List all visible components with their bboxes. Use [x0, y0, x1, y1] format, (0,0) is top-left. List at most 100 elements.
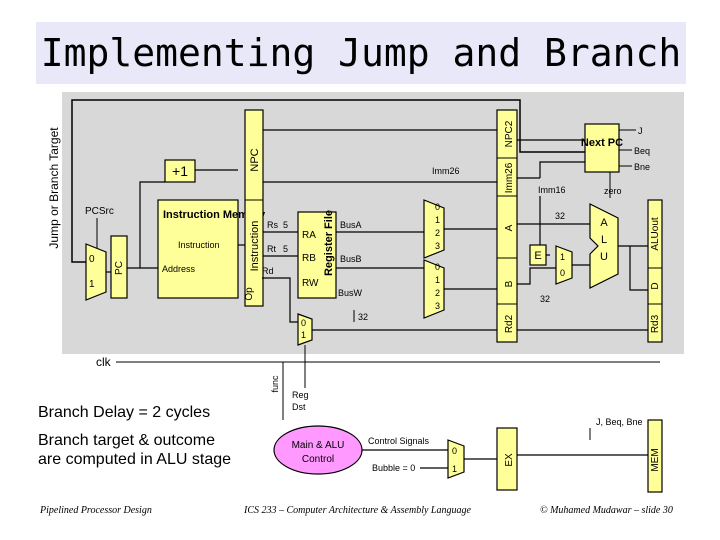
fwd-b-1: 1 [435, 275, 440, 285]
control-signals-label: Control Signals [368, 436, 430, 446]
pc-increment-wire [139, 181, 165, 268]
npc2-label: NPC2 [504, 120, 515, 147]
imm26-reg-label: Imm26 [504, 162, 515, 193]
rd-wire [262, 277, 298, 323]
rd-mux-1: 1 [301, 330, 306, 340]
control-mux [447, 439, 465, 479]
pc-mux [85, 243, 107, 301]
increment-label: +1 [172, 163, 188, 179]
alu-mux-0: 0 [560, 268, 565, 278]
busa-label: BusA [340, 220, 362, 230]
rt-label: Rt [267, 244, 276, 254]
j-beq-bne-label: J, Beq, Bne [596, 417, 643, 427]
alu-src-mux [555, 245, 573, 285]
op-label: Op [244, 287, 255, 301]
fwd-a-3: 3 [435, 241, 440, 251]
ex-label: EX [504, 453, 515, 467]
imm26-label: Imm26 [432, 166, 460, 176]
regdst-label-1: Reg [292, 390, 309, 400]
footer-center: ICS 233 – Computer Architecture & Assemb… [244, 505, 471, 516]
rs-label: Rs [267, 220, 278, 230]
pc-mux-0: 0 [89, 254, 95, 265]
ex-mem-register [647, 199, 663, 343]
alu-label-l: L [601, 234, 607, 246]
mem-control-register [647, 419, 663, 493]
regfile-label: Register File [323, 210, 335, 276]
rd-mux-0: 0 [301, 318, 306, 328]
ctrl-mux-1: 1 [452, 464, 457, 474]
rb-label: RB [302, 253, 316, 264]
alu [589, 203, 619, 289]
alu-label-u: U [600, 251, 608, 263]
regdst-label-2: Dst [292, 402, 306, 412]
npc-label: NPC [249, 148, 261, 171]
rd-label: Rd [262, 266, 274, 276]
bne-label: Bne [634, 162, 650, 172]
imem-instruction-label: Instruction [178, 240, 220, 250]
j-label: J [638, 126, 643, 136]
jump-target-wire [71, 99, 585, 263]
imem-address-label: Address [162, 264, 196, 274]
a-reg-label: A [504, 224, 515, 231]
beq-label: Beq [634, 146, 650, 156]
rd2-label: Rd2 [504, 314, 515, 333]
id-ex-register [496, 109, 518, 343]
extender-block [529, 244, 547, 266]
control-label-1: Main & ALU [292, 440, 345, 451]
if-id-register [244, 109, 264, 307]
slide-title: Implementing Jump and Branch [40, 31, 682, 75]
busb-label: BusB [340, 254, 362, 264]
b-reg-label: B [504, 280, 515, 287]
fwd-b-3: 3 [435, 301, 440, 311]
pc-register [110, 235, 128, 299]
title-band [36, 22, 686, 84]
instruction-memory [157, 199, 239, 299]
extender-label: E [534, 250, 541, 262]
alu-label-a: A [600, 217, 608, 229]
rw-label: RW [302, 278, 319, 289]
rs-width: 5 [283, 220, 288, 230]
zero-label: zero [604, 186, 622, 196]
width-32-c: 32 [358, 312, 368, 322]
next-pc-block [584, 123, 620, 173]
instruction-reg-label: Instruction [249, 221, 261, 272]
mem-label: MEM [650, 448, 661, 471]
forward-mux-a [423, 199, 445, 259]
alu-mux-1: 1 [560, 252, 565, 262]
imm-to-nextpc [539, 161, 585, 178]
aluout-label: ALUout [650, 217, 661, 251]
next-pc-label: Next PC [581, 137, 623, 149]
width-32-b: 32 [540, 294, 550, 304]
note-branch-target: Branch target & outcome [38, 432, 215, 449]
imm16-label: Imm16 [538, 185, 566, 195]
fwd-a-0: 0 [435, 202, 440, 212]
bubble-label: Bubble = 0 [372, 463, 415, 473]
note-alu-stage: are computed in ALU stage [38, 451, 232, 468]
fwd-a-1: 1 [435, 215, 440, 225]
ra-label: RA [302, 230, 316, 241]
rt-width: 5 [283, 244, 288, 254]
busw-label: BusW [338, 288, 363, 298]
d-label: D [650, 282, 661, 289]
ex-control-register [496, 427, 518, 491]
imem-title: Instruction Memory [163, 209, 266, 221]
increment-adder [164, 159, 196, 183]
forward-mux-b [423, 259, 445, 319]
register-file [297, 211, 337, 299]
ctrl-mux-0: 0 [452, 446, 457, 456]
fwd-b-2: 2 [435, 288, 440, 298]
footer-left: Pipelined Processor Design [40, 505, 152, 516]
fwd-b-0: 0 [435, 262, 440, 272]
width-32-a: 32 [555, 211, 565, 221]
rd-mux [297, 313, 313, 346]
func-label: func [270, 375, 280, 393]
pc-label: PC [114, 261, 125, 275]
jump-target-label: Jump or Branch Target [47, 127, 61, 249]
alu-to-d-wire [629, 246, 648, 291]
clk-label: clk [96, 355, 112, 369]
b-to-alu-mux [517, 267, 558, 285]
note-branch-delay: Branch Delay = 2 cycles [38, 404, 211, 421]
control-label-2: Control [302, 454, 334, 465]
pcsrc-label: PCSrc [85, 206, 114, 217]
